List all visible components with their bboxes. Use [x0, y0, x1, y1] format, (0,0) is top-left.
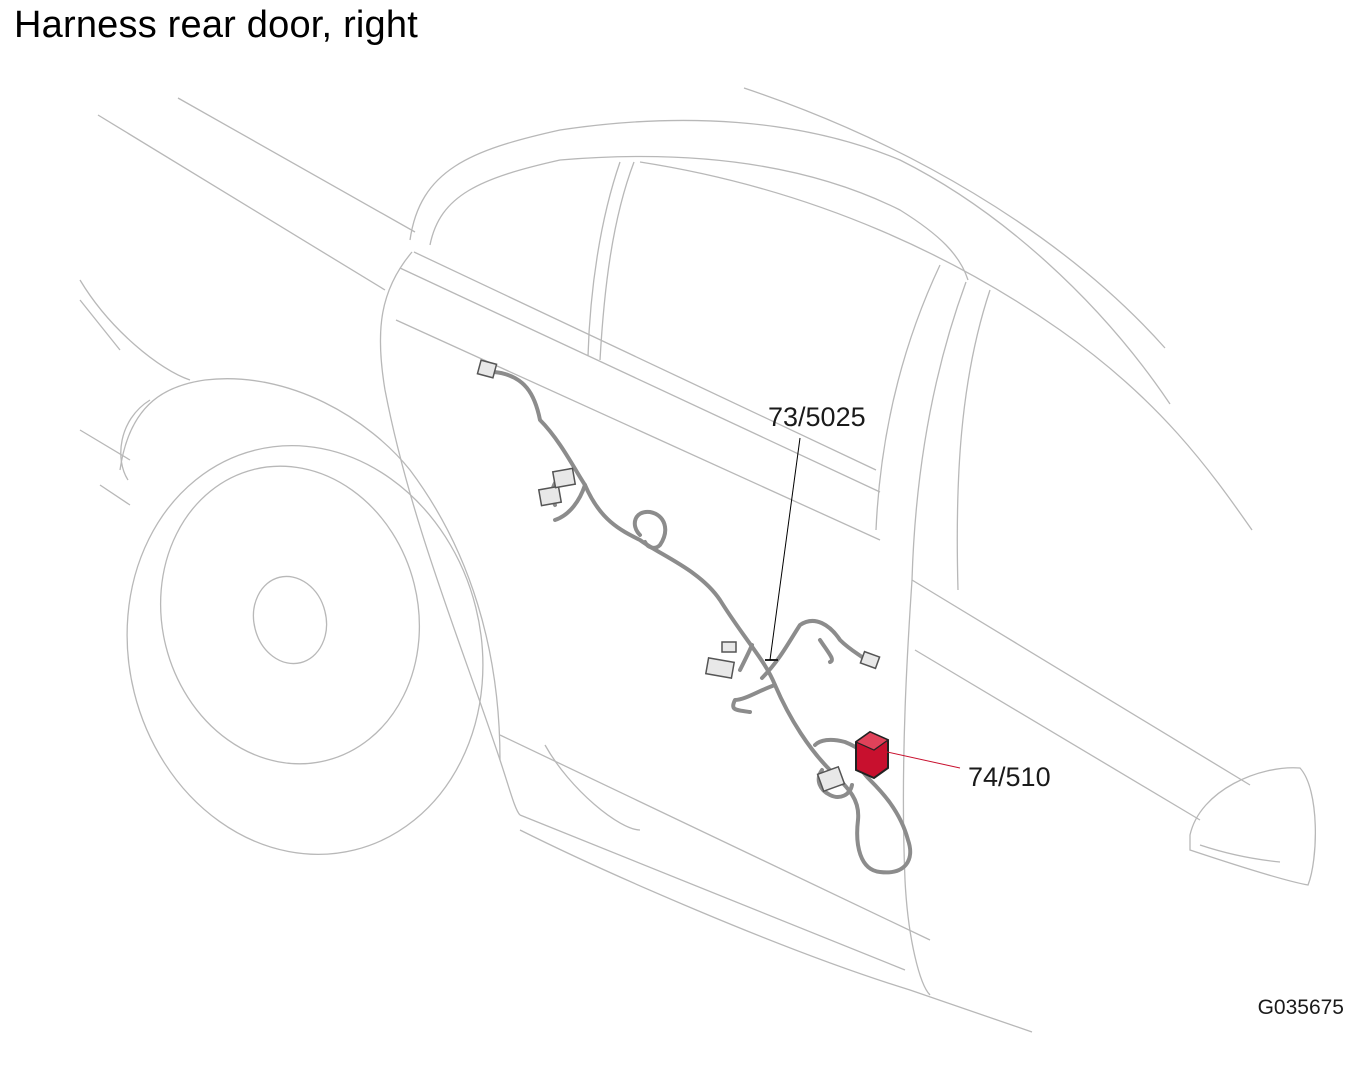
- wiring-harness: [492, 370, 913, 875]
- reference-code: G035675: [1257, 996, 1344, 1019]
- callout-leader-harness: [769, 437, 801, 661]
- callout-leader-component: [877, 749, 961, 769]
- red-connector: [854, 730, 890, 780]
- harness-connectors: [476, 359, 881, 793]
- car-body-outline: [79, 87, 1316, 1033]
- diagram-title: Harness rear door, right: [14, 4, 418, 46]
- callout-label-component: 74/510: [968, 762, 1051, 792]
- callout-label-harness: 73/5025: [768, 402, 866, 432]
